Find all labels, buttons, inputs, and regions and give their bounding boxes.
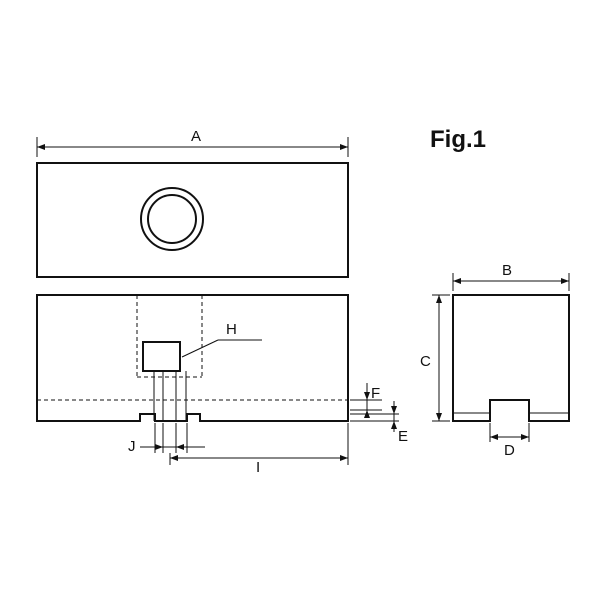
dimension-f: F (350, 383, 382, 418)
dimension-b: B (452, 262, 570, 291)
top-view (36, 162, 349, 278)
dimension-i: I (169, 423, 349, 476)
dimension-a: A (36, 128, 349, 157)
dimension-c: C (420, 294, 450, 422)
figure-title: Fig.1 (430, 126, 486, 153)
dimension-label-f: F (371, 385, 380, 402)
dimension-label-i: I (256, 459, 260, 476)
dimension-label-e: E (398, 428, 408, 445)
dimension-d: D (489, 423, 530, 459)
bolt-hole-inner (147, 194, 197, 244)
dimension-label-h: H (226, 321, 237, 338)
dimension-label-j: J (128, 438, 136, 455)
dimension-label-b: B (502, 262, 512, 279)
dimension-e: E (350, 401, 408, 445)
side-view (452, 294, 570, 422)
dimension-h: H (181, 321, 262, 358)
dimension-j: J (128, 423, 205, 455)
front-view (36, 294, 349, 422)
side-view-outline (452, 294, 570, 422)
dimension-label-a: A (191, 128, 201, 145)
front-view-outline (36, 294, 349, 422)
counterbore (142, 341, 181, 372)
dimension-label-c: C (420, 353, 431, 370)
dimension-label-d: D (504, 442, 515, 459)
top-view-outline (36, 162, 349, 278)
bolt-hole-outer (140, 187, 204, 251)
